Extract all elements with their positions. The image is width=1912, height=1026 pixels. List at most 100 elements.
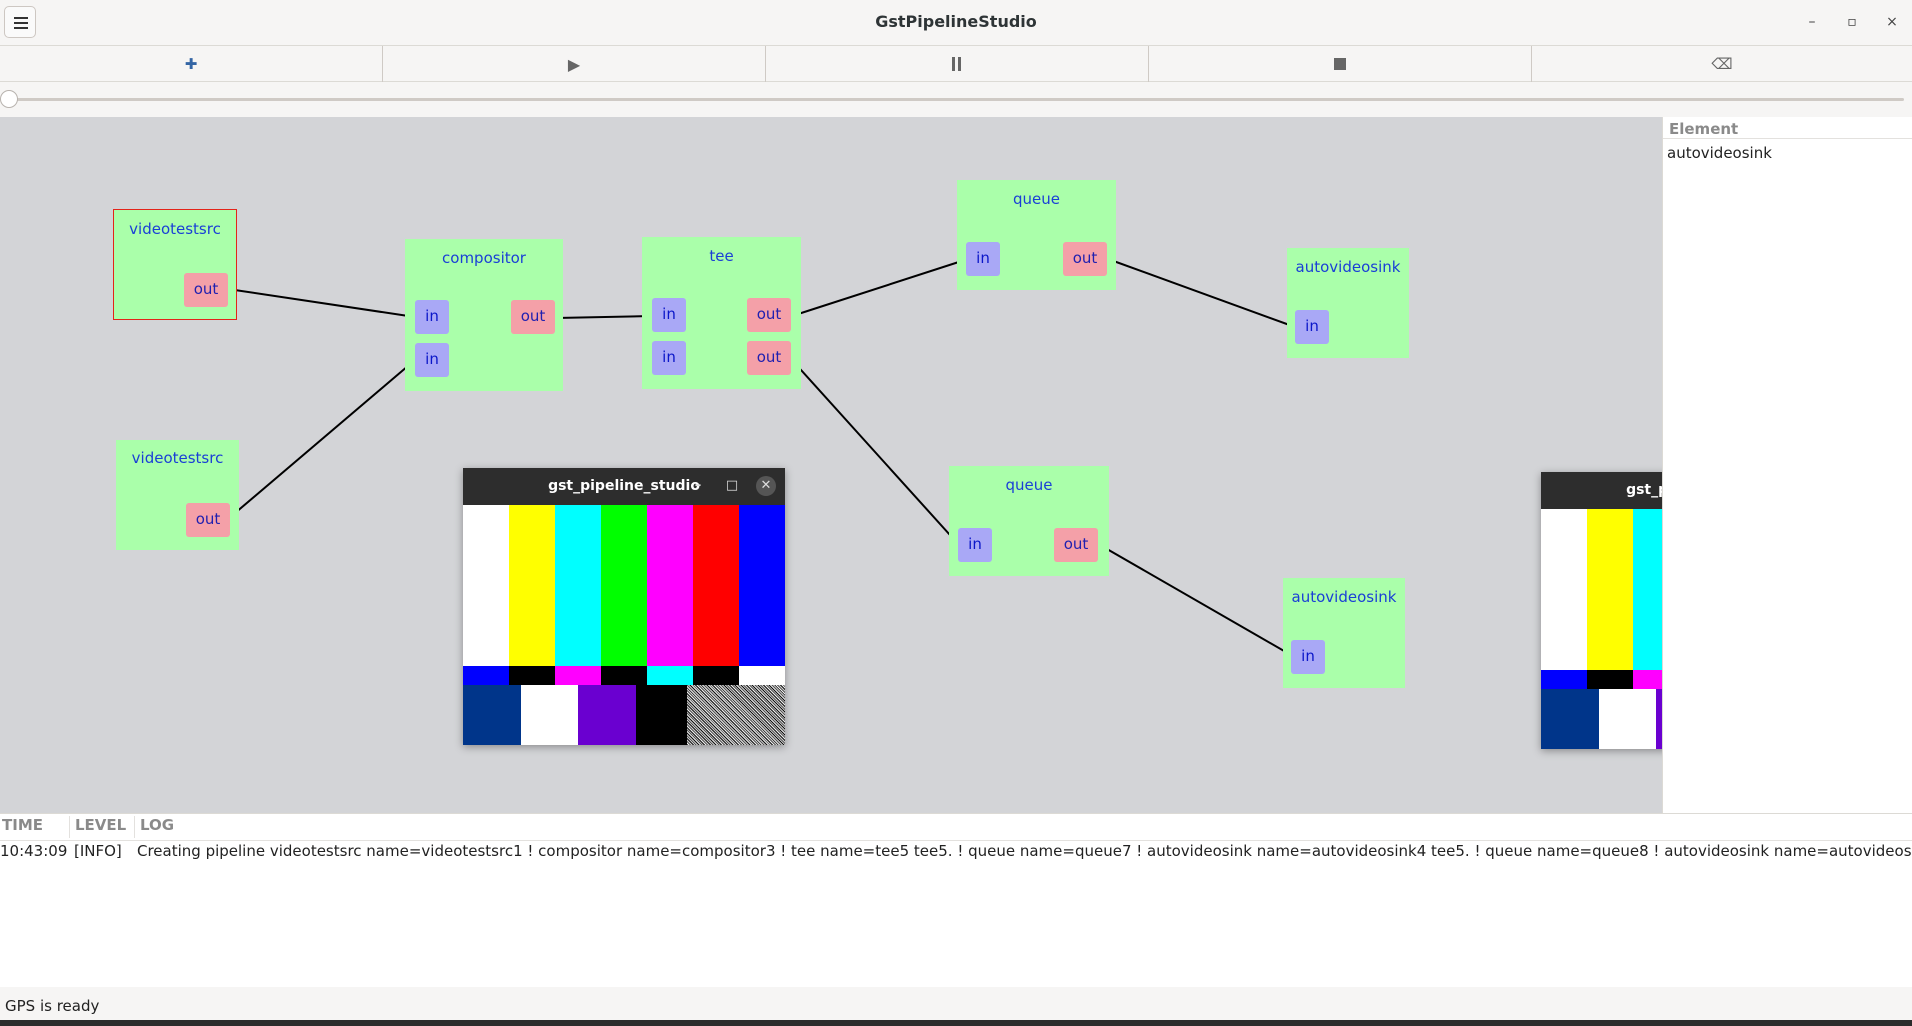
color-bar xyxy=(1587,509,1633,670)
pad-in[interactable]: in xyxy=(1295,310,1329,344)
video-window-minimize-button[interactable]: – xyxy=(694,478,702,493)
status-bar: GPS is ready xyxy=(0,987,1912,1020)
log-entry-time: 10:43:09 xyxy=(0,842,68,860)
pad-out[interactable]: out xyxy=(184,273,228,307)
toolbar: ✚ ▶ ⌫ xyxy=(0,46,1912,82)
node-title: autovideosink xyxy=(1295,258,1401,276)
node-videotestsrc-2[interactable]: videotestsrc out xyxy=(116,440,239,550)
element-panel: Element autovideosink xyxy=(1662,117,1912,813)
color-bar xyxy=(739,505,785,666)
title-bar: GstPipelineStudio – ▫ × xyxy=(0,0,1912,46)
element-list-item[interactable]: autovideosink xyxy=(1667,144,1772,162)
node-title: videotestsrc xyxy=(129,220,221,238)
pad-out[interactable]: out xyxy=(747,298,791,332)
pad-in[interactable]: in xyxy=(958,528,992,562)
link-compositor-tee xyxy=(555,315,653,319)
link-tee-queue2 xyxy=(791,359,960,546)
pipeline-links xyxy=(227,258,1296,656)
play-icon: ▶ xyxy=(567,54,581,74)
clear-button[interactable]: ⌫ xyxy=(1532,46,1912,82)
node-title: queue xyxy=(1013,190,1060,208)
seek-track[interactable] xyxy=(10,98,1904,101)
pad-in[interactable]: in xyxy=(415,343,449,377)
window-title: GstPipelineStudio xyxy=(875,12,1037,31)
color-bar xyxy=(1599,689,1657,749)
color-bar xyxy=(555,505,601,666)
node-title: videotestsrc xyxy=(131,449,224,467)
video-window-title: gst_pipeline_studio xyxy=(1626,482,1662,498)
color-bar xyxy=(693,505,739,666)
node-title: tee xyxy=(709,247,734,265)
pad-out[interactable]: out xyxy=(1054,528,1098,562)
color-bar xyxy=(693,666,739,685)
color-bar xyxy=(509,666,555,685)
close-window-button[interactable]: × xyxy=(1886,14,1898,30)
node-title: compositor xyxy=(442,249,526,267)
element-column-header[interactable]: Element xyxy=(1663,117,1912,139)
pad-in[interactable]: in xyxy=(652,298,686,332)
color-bar xyxy=(601,505,647,666)
plus-icon: ✚ xyxy=(184,55,198,73)
log-entry-level: [INFO] xyxy=(74,842,122,860)
pad-in[interactable]: in xyxy=(415,300,449,334)
color-bar xyxy=(509,505,555,666)
node-videotestsrc-1[interactable]: videotestsrc out xyxy=(113,209,237,320)
node-title: queue xyxy=(1005,476,1053,494)
node-compositor[interactable]: compositor in in out xyxy=(405,239,563,391)
color-bar xyxy=(463,505,509,666)
video-output-window-1[interactable]: gst_pipeline_studio – □ ✕ xyxy=(463,468,785,745)
status-text: GPS is ready xyxy=(5,997,100,1015)
pad-out[interactable]: out xyxy=(1063,242,1107,276)
video-window-close-button[interactable]: ✕ xyxy=(756,476,776,496)
color-bar xyxy=(1541,670,1587,689)
play-button[interactable]: ▶ xyxy=(383,46,766,82)
node-queue-2[interactable]: queue in out xyxy=(949,466,1109,576)
link-src2-compositor xyxy=(227,359,416,520)
seek-slider-handle[interactable] xyxy=(0,90,18,108)
hamburger-menu-button[interactable] xyxy=(4,6,36,38)
color-bar xyxy=(1656,689,1662,749)
log-panel: TIME LEVEL LOG 10:43:09 [INFO] Creating … xyxy=(0,813,1912,987)
node-autovideosink-2[interactable]: autovideosink in xyxy=(1283,578,1405,688)
color-bar xyxy=(647,505,693,666)
pipeline-graph-canvas[interactable]: videotestsrc out videotestsrc out compos… xyxy=(0,117,1662,813)
color-bar xyxy=(521,685,579,745)
log-entry-message: Creating pipeline videotestsrc name=vide… xyxy=(137,842,1912,860)
maximize-window-button[interactable]: ▫ xyxy=(1847,14,1857,30)
node-title: autovideosink xyxy=(1291,588,1397,606)
color-bar xyxy=(636,685,669,745)
color-bar xyxy=(578,685,636,745)
pad-out[interactable]: out xyxy=(511,300,555,334)
node-tee[interactable]: tee in in out out xyxy=(642,237,801,389)
pad-out[interactable]: out xyxy=(186,503,230,537)
pause-button[interactable] xyxy=(766,46,1149,82)
color-bar xyxy=(739,666,785,685)
pause-icon xyxy=(951,57,963,71)
pad-in[interactable]: in xyxy=(652,341,686,375)
video-window-title: gst_pipeline_studio xyxy=(548,478,700,494)
color-bar xyxy=(555,666,601,685)
color-bar xyxy=(1633,509,1662,670)
video-window-titlebar[interactable]: gst_pipeline_studio – □ ✕ xyxy=(1541,472,1662,509)
link-tee-queue1 xyxy=(791,258,969,317)
link-queue2-sink2 xyxy=(1099,544,1292,656)
log-message-header[interactable]: LOG xyxy=(140,816,175,834)
add-element-button[interactable]: ✚ xyxy=(0,46,383,82)
node-autovideosink-1[interactable]: autovideosink in xyxy=(1287,248,1409,358)
video-window-maximize-button[interactable]: □ xyxy=(725,478,739,493)
color-bar xyxy=(668,685,688,745)
pad-in[interactable]: in xyxy=(966,242,1000,276)
color-bar xyxy=(463,685,521,745)
node-queue-1[interactable]: queue in out xyxy=(957,180,1116,290)
pad-out[interactable]: out xyxy=(747,341,791,375)
stop-button[interactable] xyxy=(1149,46,1532,82)
pad-in[interactable]: in xyxy=(1291,640,1325,674)
backspace-icon: ⌫ xyxy=(1711,55,1733,73)
desktop-taskbar-edge xyxy=(0,1020,1912,1026)
log-time-header[interactable]: TIME xyxy=(0,816,70,838)
minimize-window-button[interactable]: – xyxy=(1808,14,1816,30)
video-output-window-2[interactable]: gst_pipeline_studio – □ ✕ xyxy=(1541,472,1662,749)
video-window-titlebar[interactable]: gst_pipeline_studio – □ ✕ xyxy=(463,468,785,505)
log-level-header[interactable]: LEVEL xyxy=(70,816,135,838)
link-src1-compositor xyxy=(227,288,416,318)
